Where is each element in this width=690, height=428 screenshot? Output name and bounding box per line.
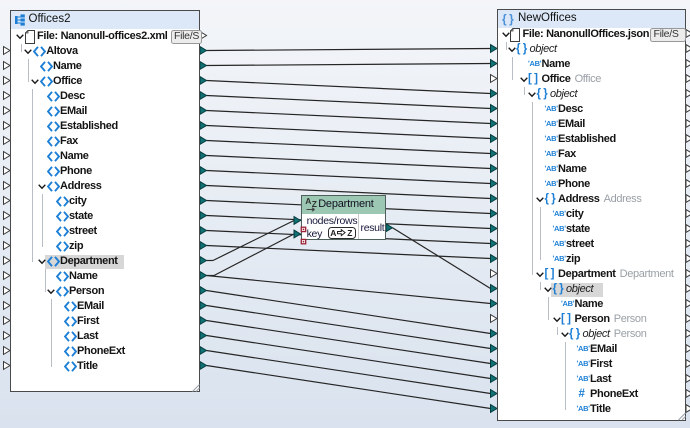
svg-text:A: A [305,197,311,206]
svg-text:Z: Z [311,199,316,209]
svg-text:Z: Z [347,228,352,238]
svg-text:A: A [330,228,336,238]
